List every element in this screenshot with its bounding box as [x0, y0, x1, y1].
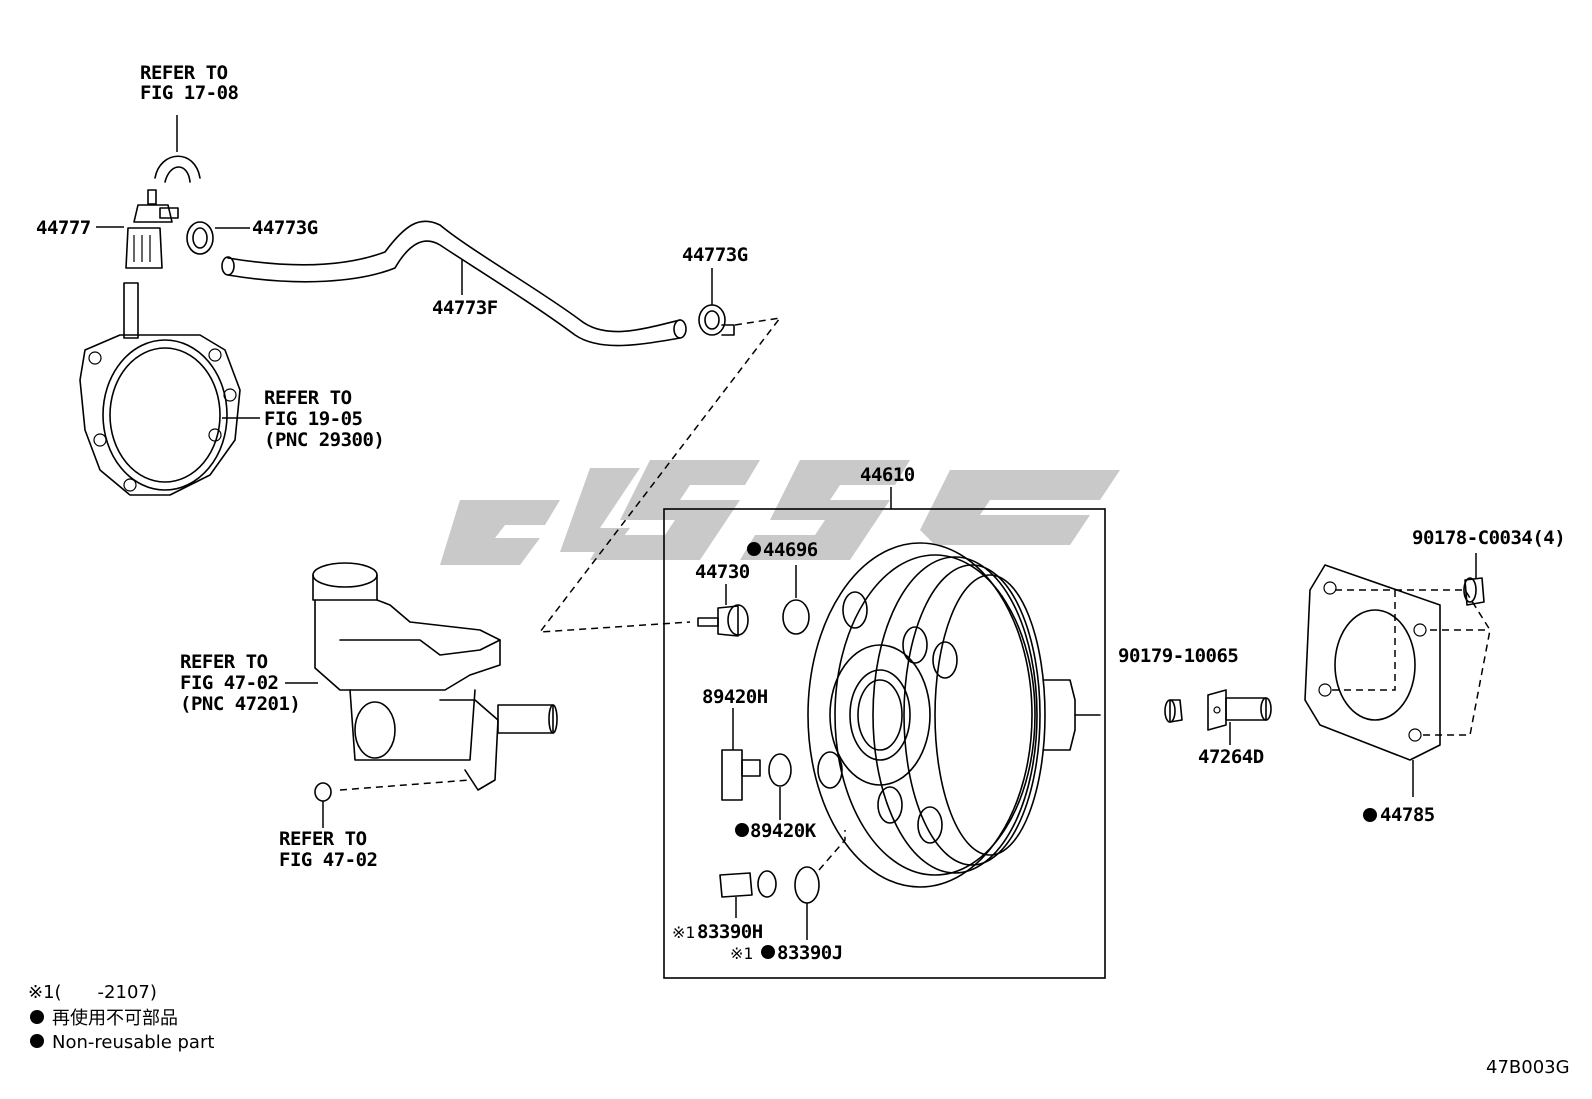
part-label-44777: 44777	[36, 217, 91, 239]
ref-label-4b: FIG 47-02	[279, 849, 377, 871]
ref-label-3c: (PNC 47201)	[180, 693, 300, 715]
grommet-83390j	[794, 830, 846, 940]
ref-label-1b: FIG 17-08	[140, 82, 239, 104]
non-reusable-dot-44696	[747, 542, 761, 556]
grommet-44696	[782, 565, 810, 635]
legend-dot-en	[30, 1034, 44, 1048]
non-reusable-dot-89420k	[735, 823, 749, 837]
non-reusable-dot-44785	[1363, 808, 1377, 822]
part-label-90179: 90179-10065	[1118, 645, 1238, 667]
ref-label-3a: REFER TO	[180, 651, 268, 673]
reservoir-grommet	[314, 779, 471, 828]
part-label-44610: 44610	[860, 464, 915, 486]
dashed-link-hose-booster	[538, 316, 782, 633]
ref-label-3b: FIG 47-02	[180, 672, 278, 694]
part-label-44773g-b: 44773G	[682, 244, 748, 266]
diagram-code: 47B003G	[1486, 1057, 1570, 1078]
grommet-89420k	[768, 753, 792, 820]
ref-label-4a: REFER TO	[279, 828, 367, 850]
nut-90179	[1164, 699, 1183, 723]
part-label-89420k: 89420K	[750, 820, 817, 842]
legend-note1: ※1( -2107)	[28, 982, 157, 1003]
non-reusable-dot-83390j	[761, 945, 775, 959]
master-cylinder	[285, 562, 558, 791]
vacuum-hose-short	[154, 115, 201, 183]
booster-group-box	[663, 508, 1106, 979]
part-label-90178: 90178-C0034(4)	[1412, 527, 1565, 549]
gasket-44785	[1304, 564, 1441, 797]
sensor-83390h	[719, 870, 777, 918]
ref-label-2a: REFER TO	[264, 387, 352, 409]
brake-booster-44610	[807, 542, 1101, 888]
ref-label-1a: REFER TO	[140, 62, 228, 84]
dashed-link-gasket	[1330, 589, 1491, 736]
part-label-44773f: 44773F	[432, 297, 498, 319]
legend-en: Non-reusable part	[52, 1032, 214, 1053]
legend-jp: 再使用不可部品	[52, 1008, 178, 1029]
part-label-83390j: 83390J	[777, 942, 843, 964]
note-mark-83390j: ※1	[730, 944, 753, 963]
nut-90178	[1463, 553, 1485, 606]
part-label-47264d: 47264D	[1198, 746, 1264, 768]
check-valve-44777	[96, 189, 179, 339]
part-label-83390h: 83390H	[697, 921, 763, 943]
watermark-logo	[440, 460, 1120, 565]
ref-label-2c: (PNC 29300)	[264, 429, 384, 451]
check-valve-44730	[697, 584, 749, 637]
part-label-44785: 44785	[1380, 804, 1435, 826]
clevis-47264d	[1207, 689, 1272, 745]
part-label-44773g-a: 44773G	[252, 217, 318, 239]
vacuum-hose-44773f	[221, 220, 687, 347]
part-label-44730: 44730	[695, 561, 750, 583]
hose-clamp-44773g-a	[186, 221, 250, 255]
legend-dot-jp	[30, 1010, 44, 1024]
note-mark-83390h: ※1	[672, 923, 695, 942]
part-label-44696: 44696	[763, 539, 818, 561]
vacuum-pump	[79, 334, 260, 496]
part-label-89420h: 89420H	[702, 686, 768, 708]
sensor-89420h	[721, 708, 761, 801]
hose-clamp-44773g-b	[698, 268, 735, 336]
ref-label-2b: FIG 19-05	[264, 408, 363, 430]
